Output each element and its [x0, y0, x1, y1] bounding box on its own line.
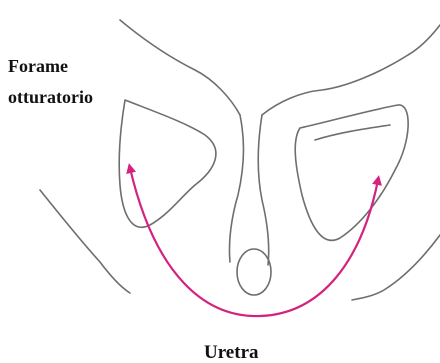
obturator-foramen-left — [119, 100, 216, 227]
obturator-foramen-right — [295, 105, 408, 240]
pelvis-top-right-contour — [262, 25, 440, 115]
foramen-label-line-2: otturatorio — [8, 88, 93, 106]
obturator-foramen-right-inner — [315, 125, 390, 140]
urethra-circle — [237, 249, 271, 295]
pubic-ramus-right-contour — [258, 115, 269, 265]
pelvis-top-left-contour — [120, 20, 240, 115]
urethra-label: Uretra — [204, 343, 259, 362]
ischium-right-contour — [352, 235, 440, 300]
foramen-label-line-1: Forame — [8, 57, 68, 75]
double-arrow-arc — [130, 168, 378, 316]
pubic-ramus-left-contour — [229, 115, 243, 262]
ischium-left-contour — [40, 190, 130, 293]
